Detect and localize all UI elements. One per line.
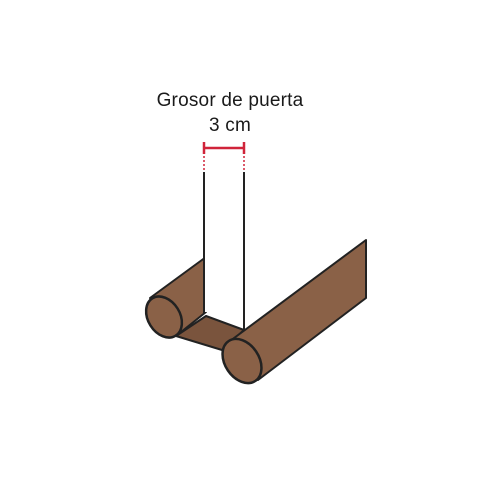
foam-roller-right xyxy=(221,239,367,385)
door-thickness-label: Grosor de puerta xyxy=(156,90,304,111)
dimension-marker xyxy=(202,142,246,172)
door-slab xyxy=(203,171,366,332)
door-thickness-value: 3 cm xyxy=(209,115,251,136)
